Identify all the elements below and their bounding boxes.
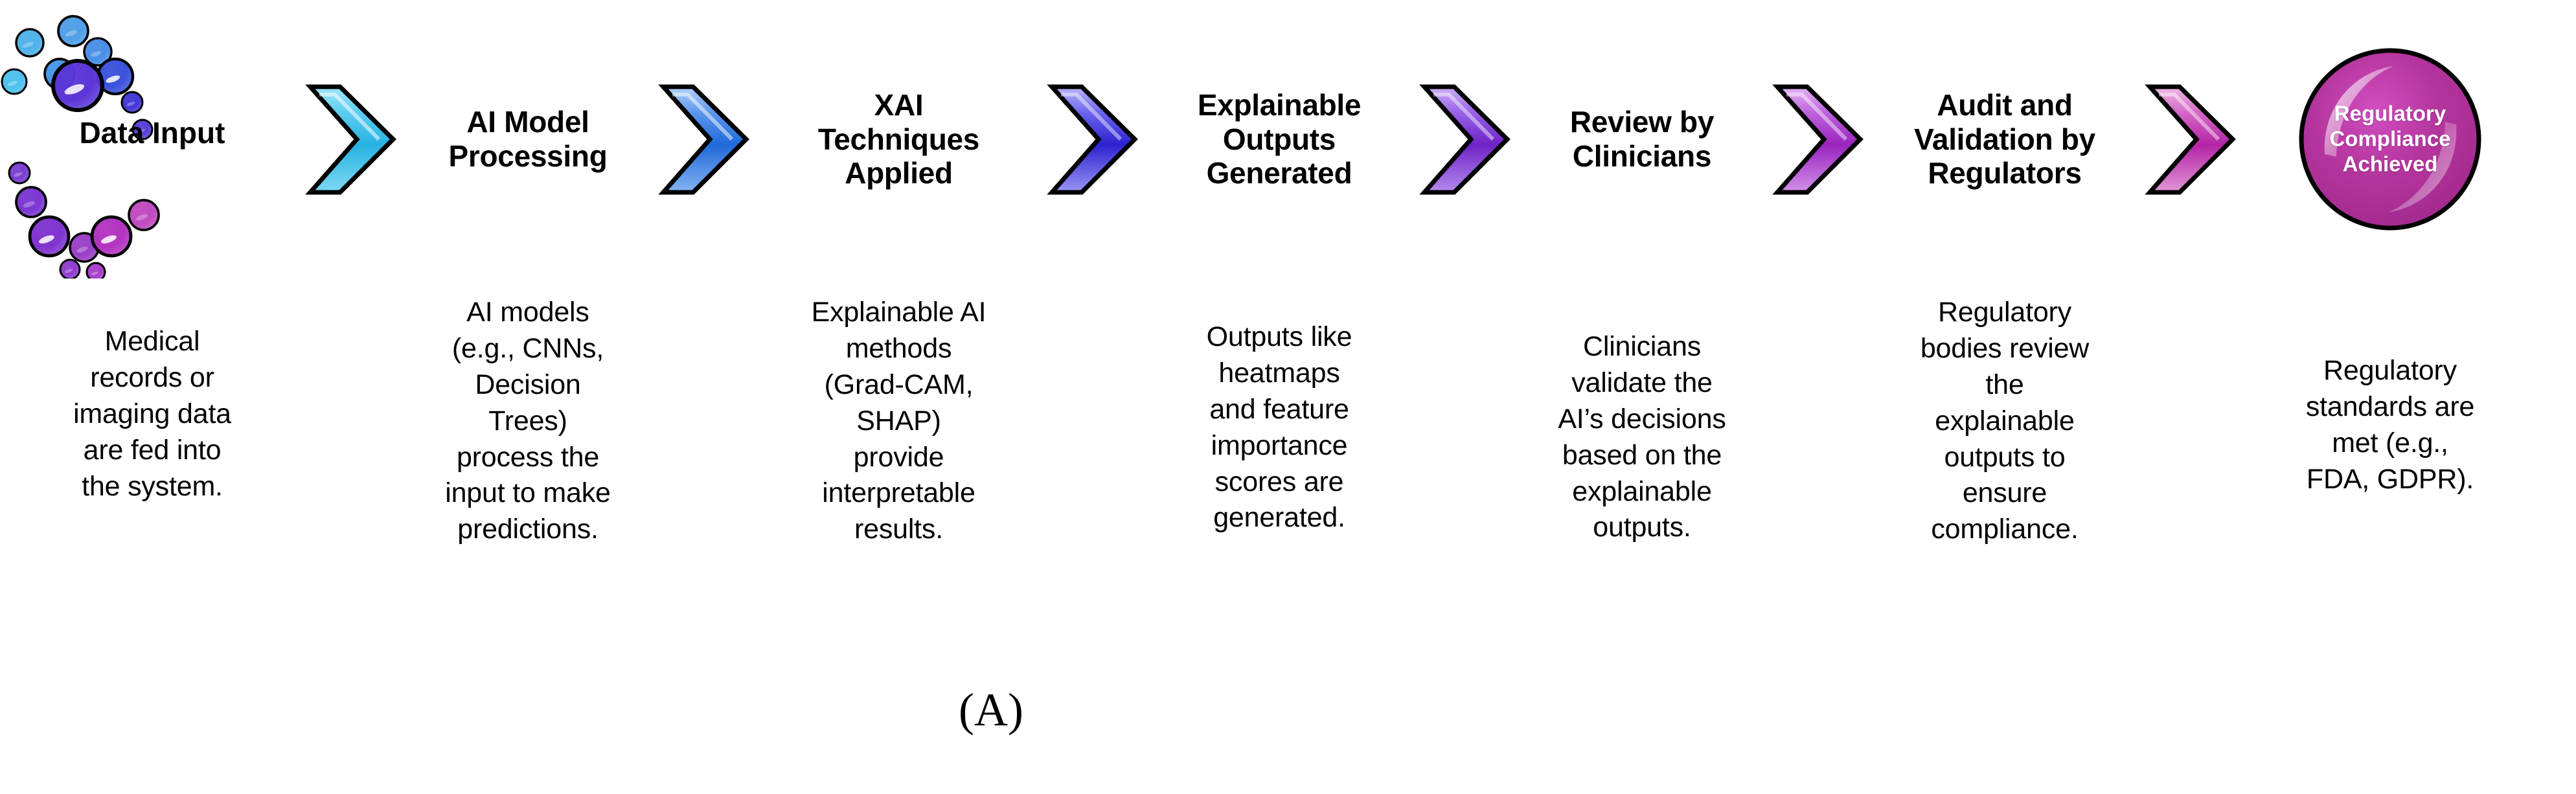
stage-regulatory-compliance-achieved-title: Regulatory Compliance Achieved — [2329, 101, 2451, 176]
chevron-1-connector — [304, 0, 398, 278]
chevron-5-connector — [1772, 0, 1865, 278]
chevron-3-connector — [1046, 0, 1140, 278]
stage-data-input-graphic: Data Input — [0, 0, 304, 278]
stage-audit-and-validation-by-regulators-title: Audit and Validation by Regulators — [1914, 87, 2095, 190]
stage-regulatory-compliance-achieved-description: Regulatory standards are met (e.g., FDA,… — [2305, 355, 2475, 495]
chevron-2-connector — [657, 0, 751, 278]
process-flow-row: Data Input Medical records or imaging da… — [0, 0, 2542, 548]
stage-ai-model-processing[interactable]: AI Model Processing AI models (e.g., CNN… — [398, 0, 657, 548]
chevron-4-connector — [1419, 0, 1512, 278]
stage-review-by-clinicians-title: Review by Clinicians — [1569, 105, 1715, 173]
stage-data-input[interactable]: Data Input Medical records or imaging da… — [0, 0, 304, 505]
stage-ai-model-processing-description: AI models (e.g., CNNs, Decision Trees) p… — [445, 297, 611, 545]
stage-xai-techniques-applied[interactable]: XAI Techniques Applied Explainable AI me… — [751, 0, 1046, 548]
stage-xai-techniques-applied-title: XAI Techniques Applied — [817, 87, 980, 190]
stage-ai-model-processing-title: AI Model Processing — [448, 105, 608, 173]
stage-audit-and-validation-by-regulators-description: Regulatory bodies review the explainable… — [1920, 297, 2090, 545]
stage-explainable-outputs-generated-head: Explainable Outputs Generated — [1140, 0, 1419, 278]
stage-review-by-clinicians-description: Clinicians validate the AI’s decisions b… — [1558, 331, 1726, 543]
stage-xai-techniques-applied-head: XAI Techniques Applied — [751, 0, 1046, 278]
chevron-6-connector — [2144, 0, 2238, 278]
stage-xai-techniques-applied-description: Explainable AI methods (Grad-CAM, SHAP) … — [811, 297, 986, 545]
stage-regulatory-compliance-achieved-head: Regulatory Compliance Achieved — [2238, 0, 2542, 278]
stage-explainable-outputs-generated-description: Outputs like heatmaps and feature import… — [1206, 321, 1352, 534]
stage-review-by-clinicians[interactable]: Review by Clinicians Clinicians validate… — [1512, 0, 1772, 546]
stage-audit-and-validation-by-regulators[interactable]: Audit and Validation by Regulators Regul… — [1865, 0, 2144, 548]
stage-explainable-outputs-generated[interactable]: Explainable Outputs Generated Outputs li… — [1140, 0, 1419, 536]
stage-review-by-clinicians-head: Review by Clinicians — [1512, 0, 1772, 278]
stage-audit-and-validation-by-regulators-head: Audit and Validation by Regulators — [1865, 0, 2144, 278]
stage-data-input-description: Medical records or imaging data are fed … — [73, 326, 231, 502]
figure-caption: (A) — [959, 684, 1023, 736]
stage-data-input-title: Data Input — [79, 116, 225, 150]
stage-ai-model-processing-head: AI Model Processing — [398, 0, 657, 278]
stage-regulatory-compliance-achieved[interactable]: Regulatory Compliance Achieved Regulator… — [2238, 0, 2542, 498]
stage-explainable-outputs-generated-title: Explainable Outputs Generated — [1197, 87, 1362, 190]
compliance-circle-icon — [2238, 0, 2542, 278]
